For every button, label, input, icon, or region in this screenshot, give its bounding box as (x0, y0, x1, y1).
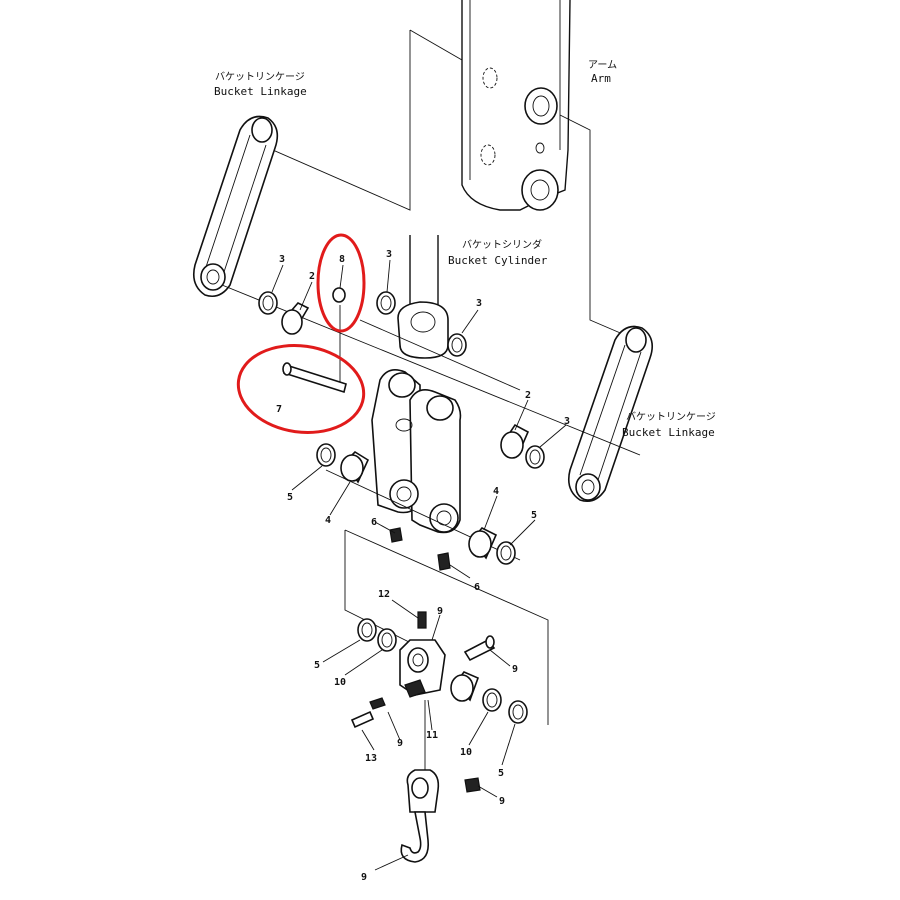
callout-10: 10 (334, 677, 346, 688)
seal-ring-3-right (525, 445, 545, 469)
bushing-11 (450, 671, 480, 702)
bucket-cylinder-label-en: Bucket Cylinder (448, 254, 548, 267)
callout-3: 3 (564, 416, 570, 427)
bolt-13 (350, 697, 386, 729)
hook (400, 769, 481, 863)
pin-7 (282, 362, 347, 394)
seal-ring-5-bottom (508, 700, 528, 724)
callout-13: 13 (365, 753, 377, 764)
grease-fitting-6-left (374, 521, 403, 543)
seal-ring-5-right (496, 541, 516, 565)
callout-3: 3 (279, 254, 285, 265)
arm-label-jp: アーム (588, 59, 617, 71)
callout-9: 9 (437, 606, 443, 617)
bucket-linkage-left-label-jp: バケットリンケージ (215, 71, 305, 83)
bushing-2-right (500, 423, 530, 459)
plug-8 (332, 287, 346, 303)
callout-5: 5 (498, 768, 504, 779)
seal-ring-3-cylinder (447, 333, 467, 357)
callout-9: 9 (499, 796, 505, 807)
arm-pin-boss-bottom (521, 169, 559, 211)
washer-10-right (482, 688, 502, 712)
hook-bracket (399, 611, 446, 698)
grease-fitting-9 (464, 777, 481, 793)
grease-fitting-6-right (437, 552, 471, 579)
callout-5: 5 (531, 510, 537, 521)
callout-5: 5 (287, 492, 293, 503)
callout-7: 7 (276, 404, 282, 415)
link-body (371, 369, 462, 534)
seal-ring-5-bracket (357, 618, 377, 642)
callout-11: 11 (426, 730, 438, 741)
highlight-part-7 (236, 344, 366, 434)
callout-leaders (271, 259, 567, 871)
callout-9: 9 (361, 872, 367, 883)
cylinder-rod-eye (397, 301, 449, 359)
callout-3: 3 (386, 249, 392, 260)
seal-ring-3-left (258, 291, 278, 315)
callout-4: 4 (493, 486, 499, 497)
callout-6: 6 (474, 582, 480, 593)
bucket-cylinder-label-jp: バケットシリンダ (462, 238, 542, 251)
callout-9: 9 (512, 664, 518, 675)
callout-9: 9 (397, 738, 403, 749)
arm (461, 0, 571, 211)
callout-4: 4 (325, 515, 331, 526)
callout-12: 12 (378, 589, 390, 600)
callout-8: 8 (339, 254, 345, 265)
bucket-cylinder-rod (397, 235, 449, 359)
bushing-4-right (468, 527, 498, 560)
bushing-4-left (340, 450, 370, 484)
bushing-2-left (281, 302, 310, 335)
bucket-linkage-right-label-jp: バケットリンケージ (626, 411, 716, 423)
arm-pin-boss-top (524, 87, 558, 125)
callout-2: 2 (309, 271, 315, 282)
pin-9-bracket (463, 635, 496, 662)
callout-6: 6 (371, 517, 377, 528)
bucket-linkage-right (567, 325, 653, 503)
bucket-linkage-left-label-en: Bucket Linkage (214, 85, 307, 98)
grease-fitting-12 (417, 611, 427, 629)
callout-2: 2 (525, 390, 531, 401)
callout-10: 10 (460, 747, 472, 758)
highlight-part-8 (316, 233, 366, 333)
callout-5: 5 (314, 660, 320, 671)
seal-ring-5-left (316, 443, 336, 467)
bucket-linkage-right-label-en: Bucket Linkage (622, 426, 715, 439)
arm-label-en: Arm (591, 72, 611, 85)
seal-ring-3-top (376, 291, 396, 315)
bucket-linkage-left (192, 115, 279, 298)
callout-3: 3 (476, 298, 482, 309)
washer-10-left (377, 628, 397, 652)
